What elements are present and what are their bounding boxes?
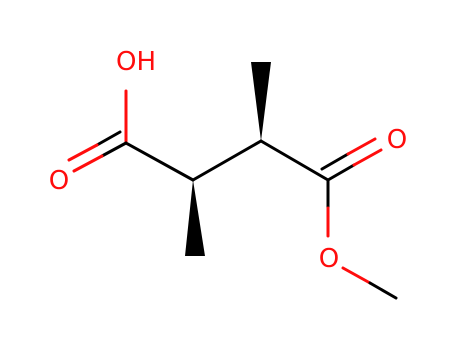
bond-acid-carbonyl-double-2	[95, 130, 122, 147]
bond-ester-carbonyl-double-1-oxygen-half	[352, 148, 383, 167]
bond-acid-carbon-to-alpha-carbon	[124, 141, 195, 182]
bond-ester-carbonyl-double-2	[320, 152, 350, 171]
wedge-bond-alpha-methyl	[185, 180, 205, 256]
bond-alpha-carbon-to-beta-carbon	[191, 139, 263, 182]
bond-ester-carbonyl-double-2-oxygen-half	[346, 137, 377, 156]
wedge-bond-beta-methyl	[251, 62, 271, 141]
bond-ester-oxygen-to-methyl-carbon-half	[368, 281, 398, 300]
ester-oxygen-label: O	[319, 244, 339, 274]
bond-ester-oxygen-to-methyl-oxygen-half	[341, 266, 372, 285]
bond-acid-carbonyl-double-1	[100, 141, 128, 158]
bond-acid-carbonyl-double-1-oxygen-half	[72, 154, 104, 173]
acid-carbonyl-oxygen-label: O	[49, 166, 69, 196]
hydroxyl-label: OH	[116, 47, 156, 77]
ester-carbonyl-oxygen-label: O	[387, 125, 407, 155]
bond-ester-carbonyl-double-1	[326, 163, 356, 182]
bond-beta-carbon-to-ester-carbon	[259, 139, 330, 182]
bond-acid-carbonyl-double-2-oxygen-half	[67, 143, 99, 162]
